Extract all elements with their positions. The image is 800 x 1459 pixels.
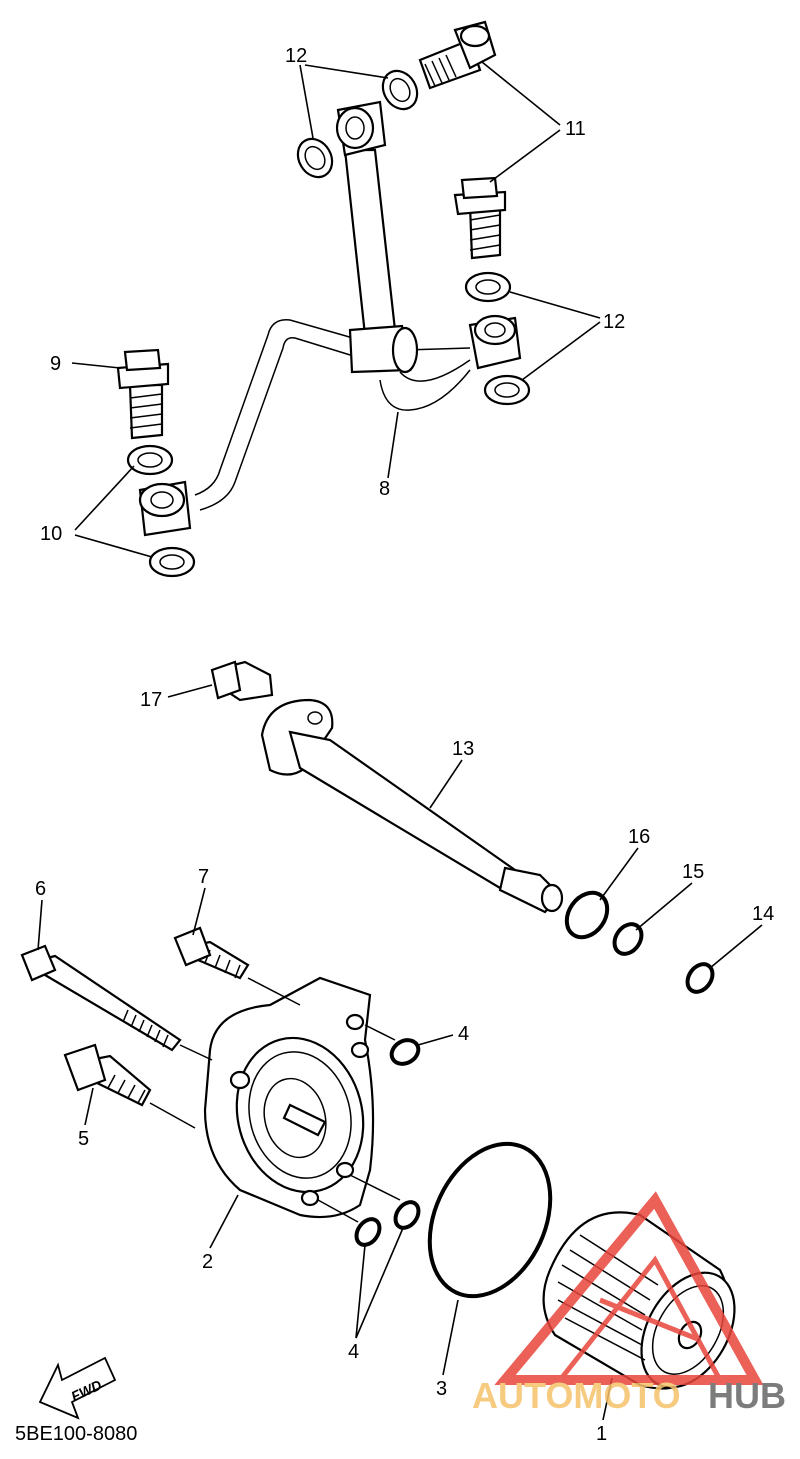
oil-filter-cover — [203, 976, 375, 1219]
bolt-7 — [173, 926, 250, 980]
o-rings-cover — [354, 1038, 421, 1247]
part-labels: 12 11 12 9 8 10 17 13 16 15 14 6 7 4 5 2… — [35, 45, 774, 1445]
diagram-code: 5BE100-8080 — [15, 1423, 137, 1445]
label-13: 13 — [452, 738, 474, 760]
label-6: 6 — [35, 878, 46, 900]
label-9: 9 — [50, 353, 61, 375]
label-3: 3 — [436, 1378, 447, 1400]
label-12-right: 12 — [603, 311, 625, 333]
label-14: 14 — [752, 903, 774, 925]
label-12-top: 12 — [285, 45, 307, 67]
bolt-17 — [210, 660, 274, 702]
automotohub-watermark: AUTOMOTO HUB — [472, 1191, 786, 1416]
watermark-text-a: AUTOMOTO — [472, 1375, 681, 1416]
forward-arrow: FWD — [38, 1356, 117, 1420]
label-8: 8 — [379, 478, 390, 500]
label-7: 7 — [198, 866, 209, 888]
label-2: 2 — [202, 1251, 213, 1273]
bolt-6 — [20, 944, 182, 1052]
label-17: 17 — [140, 689, 162, 711]
label-1: 1 — [596, 1423, 607, 1445]
label-15: 15 — [682, 861, 704, 883]
label-10: 10 — [40, 523, 62, 545]
bolt-5 — [63, 1043, 152, 1107]
gaskets — [126, 69, 531, 578]
o-rings-pipe — [564, 890, 715, 994]
o-ring-large — [427, 1141, 553, 1299]
guide-lines — [149, 977, 401, 1223]
label-5: 5 — [78, 1128, 89, 1150]
oil-pipe — [260, 698, 564, 914]
union-bolt-lower — [453, 176, 507, 260]
label-11: 11 — [565, 118, 586, 140]
watermark-text-b: HUB — [708, 1375, 786, 1416]
union-bolt-left — [116, 348, 170, 440]
label-4-bottom: 4 — [348, 1341, 359, 1363]
union-bolt-upper — [418, 20, 497, 90]
label-16: 16 — [628, 826, 650, 848]
oil-delivery-pipe — [138, 100, 522, 537]
leader-lines — [37, 61, 763, 1421]
automotohub-logo — [494, 1191, 764, 1385]
label-4-right: 4 — [458, 1023, 469, 1045]
